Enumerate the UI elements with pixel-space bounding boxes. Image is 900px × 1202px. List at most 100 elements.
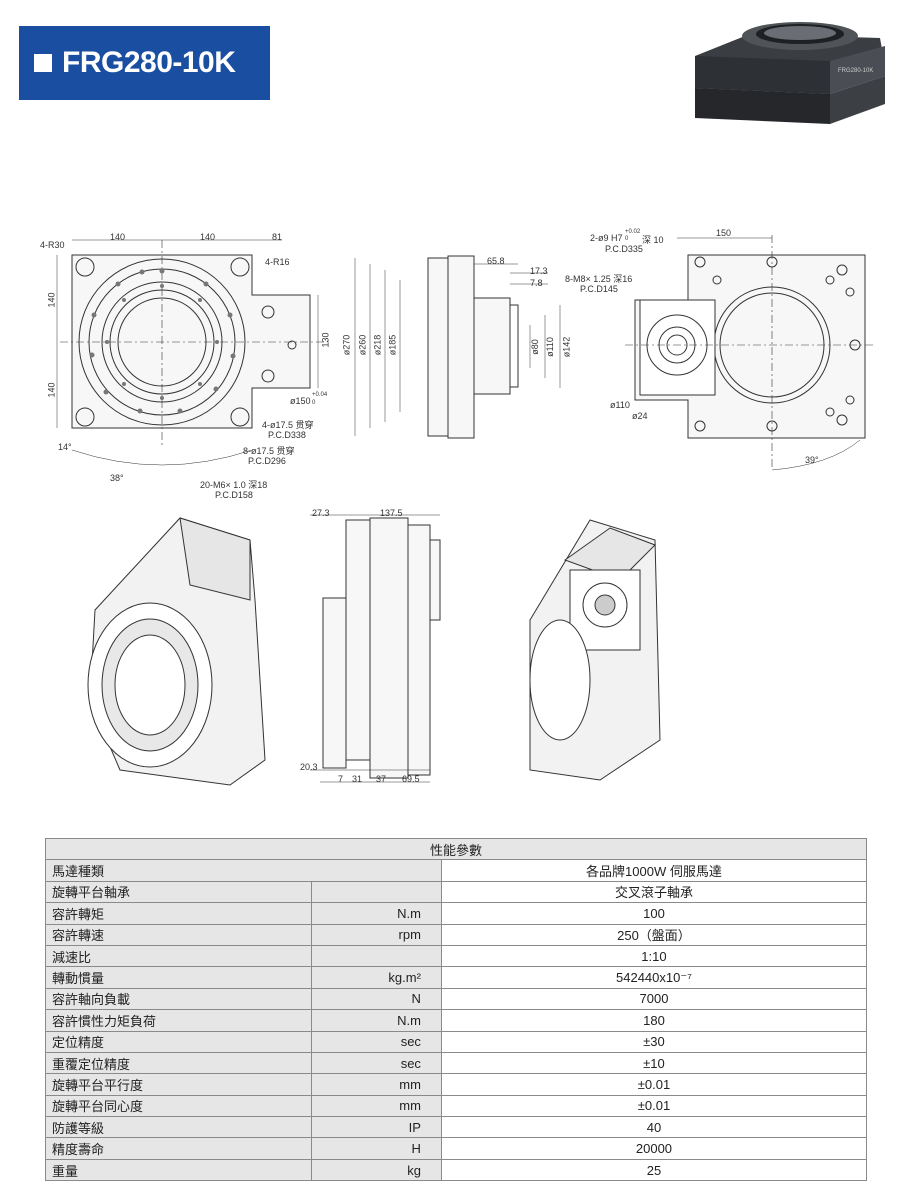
spec-name: 容許轉矩 [44,902,313,925]
dim-label: 37 [376,774,387,784]
dim-label: 20.3 [300,762,318,772]
spec-unit: mm [311,1073,442,1096]
dim-label: 4-R16 [265,257,290,267]
spec-row: 重覆定位精度 sec ±10 [44,1051,868,1075]
dim-label: 140 [46,292,57,308]
spec-row: 定位精度 sec ±30 [44,1030,868,1053]
side-view [354,255,561,439]
note-label: 20-M6× 1.0 深18 [200,480,268,490]
dim-label: 0 [312,400,316,406]
spec-value: 20000 [440,1137,868,1160]
dim-label: ø185 [387,334,398,356]
dim-label: 137.5 [380,508,403,518]
spec-value: 7000 [440,987,868,1011]
spec-value: 各品牌1000W 伺服馬達 [440,859,868,882]
drawing-labels: 140 140 81 4-R30 4-R16 140 140 130 ø150 … [0,180,900,820]
lower-side-view [310,514,441,783]
isometric-front [87,517,266,786]
spec-name: 容許轉速 [44,923,313,946]
note-label: 2-ø9 H7 [590,233,623,243]
dim-label: 140 [200,232,216,242]
dim-label: 130 [320,332,331,348]
spec-name: 旋轉平台同心度 [44,1094,313,1118]
front-view [56,239,330,466]
note-label: 8-M8× 1.25 深16 [565,274,633,284]
note-label: P.C.D296 [248,456,286,466]
spec-name: 轉動慣量 [44,966,313,989]
dim-label: ø110 [544,337,555,357]
spec-row: 防護等級 IP 40 [44,1116,868,1139]
dim-label: 4-R30 [40,240,65,250]
spec-name: 旋轉平台軸承 [44,880,313,904]
isometric-rear [529,519,661,781]
spec-unit: N.m [311,902,442,925]
spec-value: 25 [440,1158,868,1182]
spec-row: 旋轉平台同心度 mm ±0.01 [44,1094,868,1118]
rear-view [625,235,875,471]
dim-label: 7.8 [530,278,543,288]
spec-name: 重覆定位精度 [44,1051,313,1075]
spec-row: 容許軸向負載 N 7000 [44,987,868,1011]
spec-value: 100 [440,902,868,925]
spec-name: 重量 [44,1158,313,1182]
spec-unit: kg [311,1158,442,1182]
dim-label: 17.3 [530,266,548,276]
spec-value: ±30 [440,1030,868,1053]
spec-unit: rpm [311,923,442,946]
spec-row: 容許轉速 rpm 250（盤面） [44,923,868,946]
spec-value: ±0.01 [440,1094,868,1118]
dim-label: 38° [110,473,124,483]
spec-value: 250（盤面） [440,923,868,946]
dim-label: 140 [46,382,57,398]
spec-unit: N.m [311,1009,442,1032]
spec-row: 轉動慣量 kg.m² 542440x10⁻⁷ [44,966,868,989]
spec-unit: sec [311,1030,442,1053]
note-label: +0.02 [625,229,641,235]
dim-label: ø80 [529,339,540,355]
spec-value: ±0.01 [440,1073,868,1096]
spec-name: 容許軸向負載 [44,987,313,1011]
spec-row: 減速比 1:10 [44,944,868,968]
spec-row: 馬達種類 各品牌1000W 伺服馬達 [45,859,868,882]
svg-text:FRG280-10K: FRG280-10K [838,68,873,74]
page-title: FRG280-10K [62,46,236,79]
dim-label: ø270 [341,334,352,356]
spec-value: ±10 [440,1051,868,1075]
spec-value: 1:10 [440,944,868,968]
dim-label: ø260 [357,334,368,356]
dim-label: ø142 [561,336,572,358]
note-label: P.C.D338 [268,430,306,440]
spec-name: 容許慣性力矩負荷 [44,1009,313,1032]
spec-name: 定位精度 [44,1030,313,1053]
note-label: P.C.D145 [580,284,618,294]
spec-row: 精度壽命 H 20000 [44,1137,868,1160]
spec-value: 交叉滾子軸承 [440,880,868,904]
spec-unit: kg.m² [311,966,442,989]
dim-label: 65.8 [487,256,505,266]
spec-name: 防護等級 [44,1116,313,1139]
spec-unit: mm [311,1094,442,1118]
dim-label: 7 [338,774,344,784]
spec-row: 容許慣性力矩負荷 N.m 180 [44,1009,868,1032]
spec-title: 性能參數 [45,837,867,861]
spec-name: 減速比 [44,944,313,968]
dim-label: 31 [352,774,363,784]
dim-label: +0.04 [312,392,328,398]
note-label: 深 10 [642,235,664,245]
spec-value: 542440x10⁻⁷ [440,966,868,989]
spec-value: 180 [440,1009,868,1032]
dim-label: 69.5 [402,774,420,784]
spec-unit: IP [311,1116,442,1139]
dim-label: ø24 [632,411,648,421]
dim-label: ø150 [290,396,311,406]
spec-unit: N [311,987,442,1011]
spec-row: 旋轉平台軸承 交叉滾子軸承 [44,880,868,904]
note-label: P.C.D158 [215,490,253,500]
spec-value: 40 [440,1116,868,1139]
dim-label: 140 [110,232,126,242]
spec-row: 容許轉矩 N.m 100 [44,902,868,925]
spec-name: 馬達種類 [45,859,442,882]
spec-row: 旋轉平台平行度 mm ±0.01 [44,1073,868,1096]
product-photo: FRG280-10K [695,22,885,124]
note-label: P.C.D335 [605,244,643,254]
